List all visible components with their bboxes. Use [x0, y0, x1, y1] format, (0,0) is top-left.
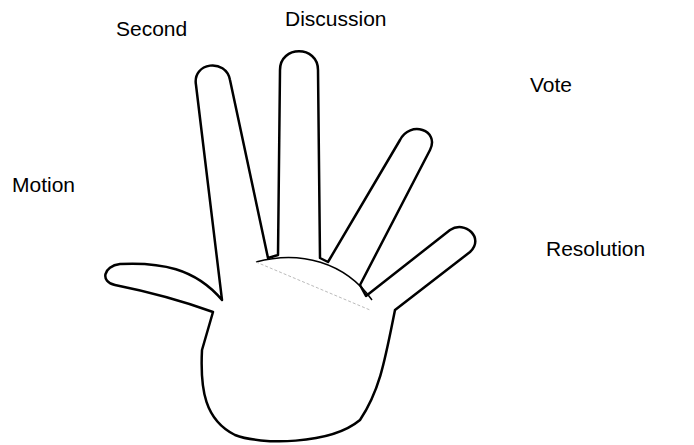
- step-label: Vote: [530, 72, 572, 97]
- step-label: Second: [116, 16, 187, 41]
- step-label: Resolution: [546, 236, 645, 261]
- step-label: Motion: [12, 172, 75, 197]
- step-label: Discussion: [285, 6, 387, 31]
